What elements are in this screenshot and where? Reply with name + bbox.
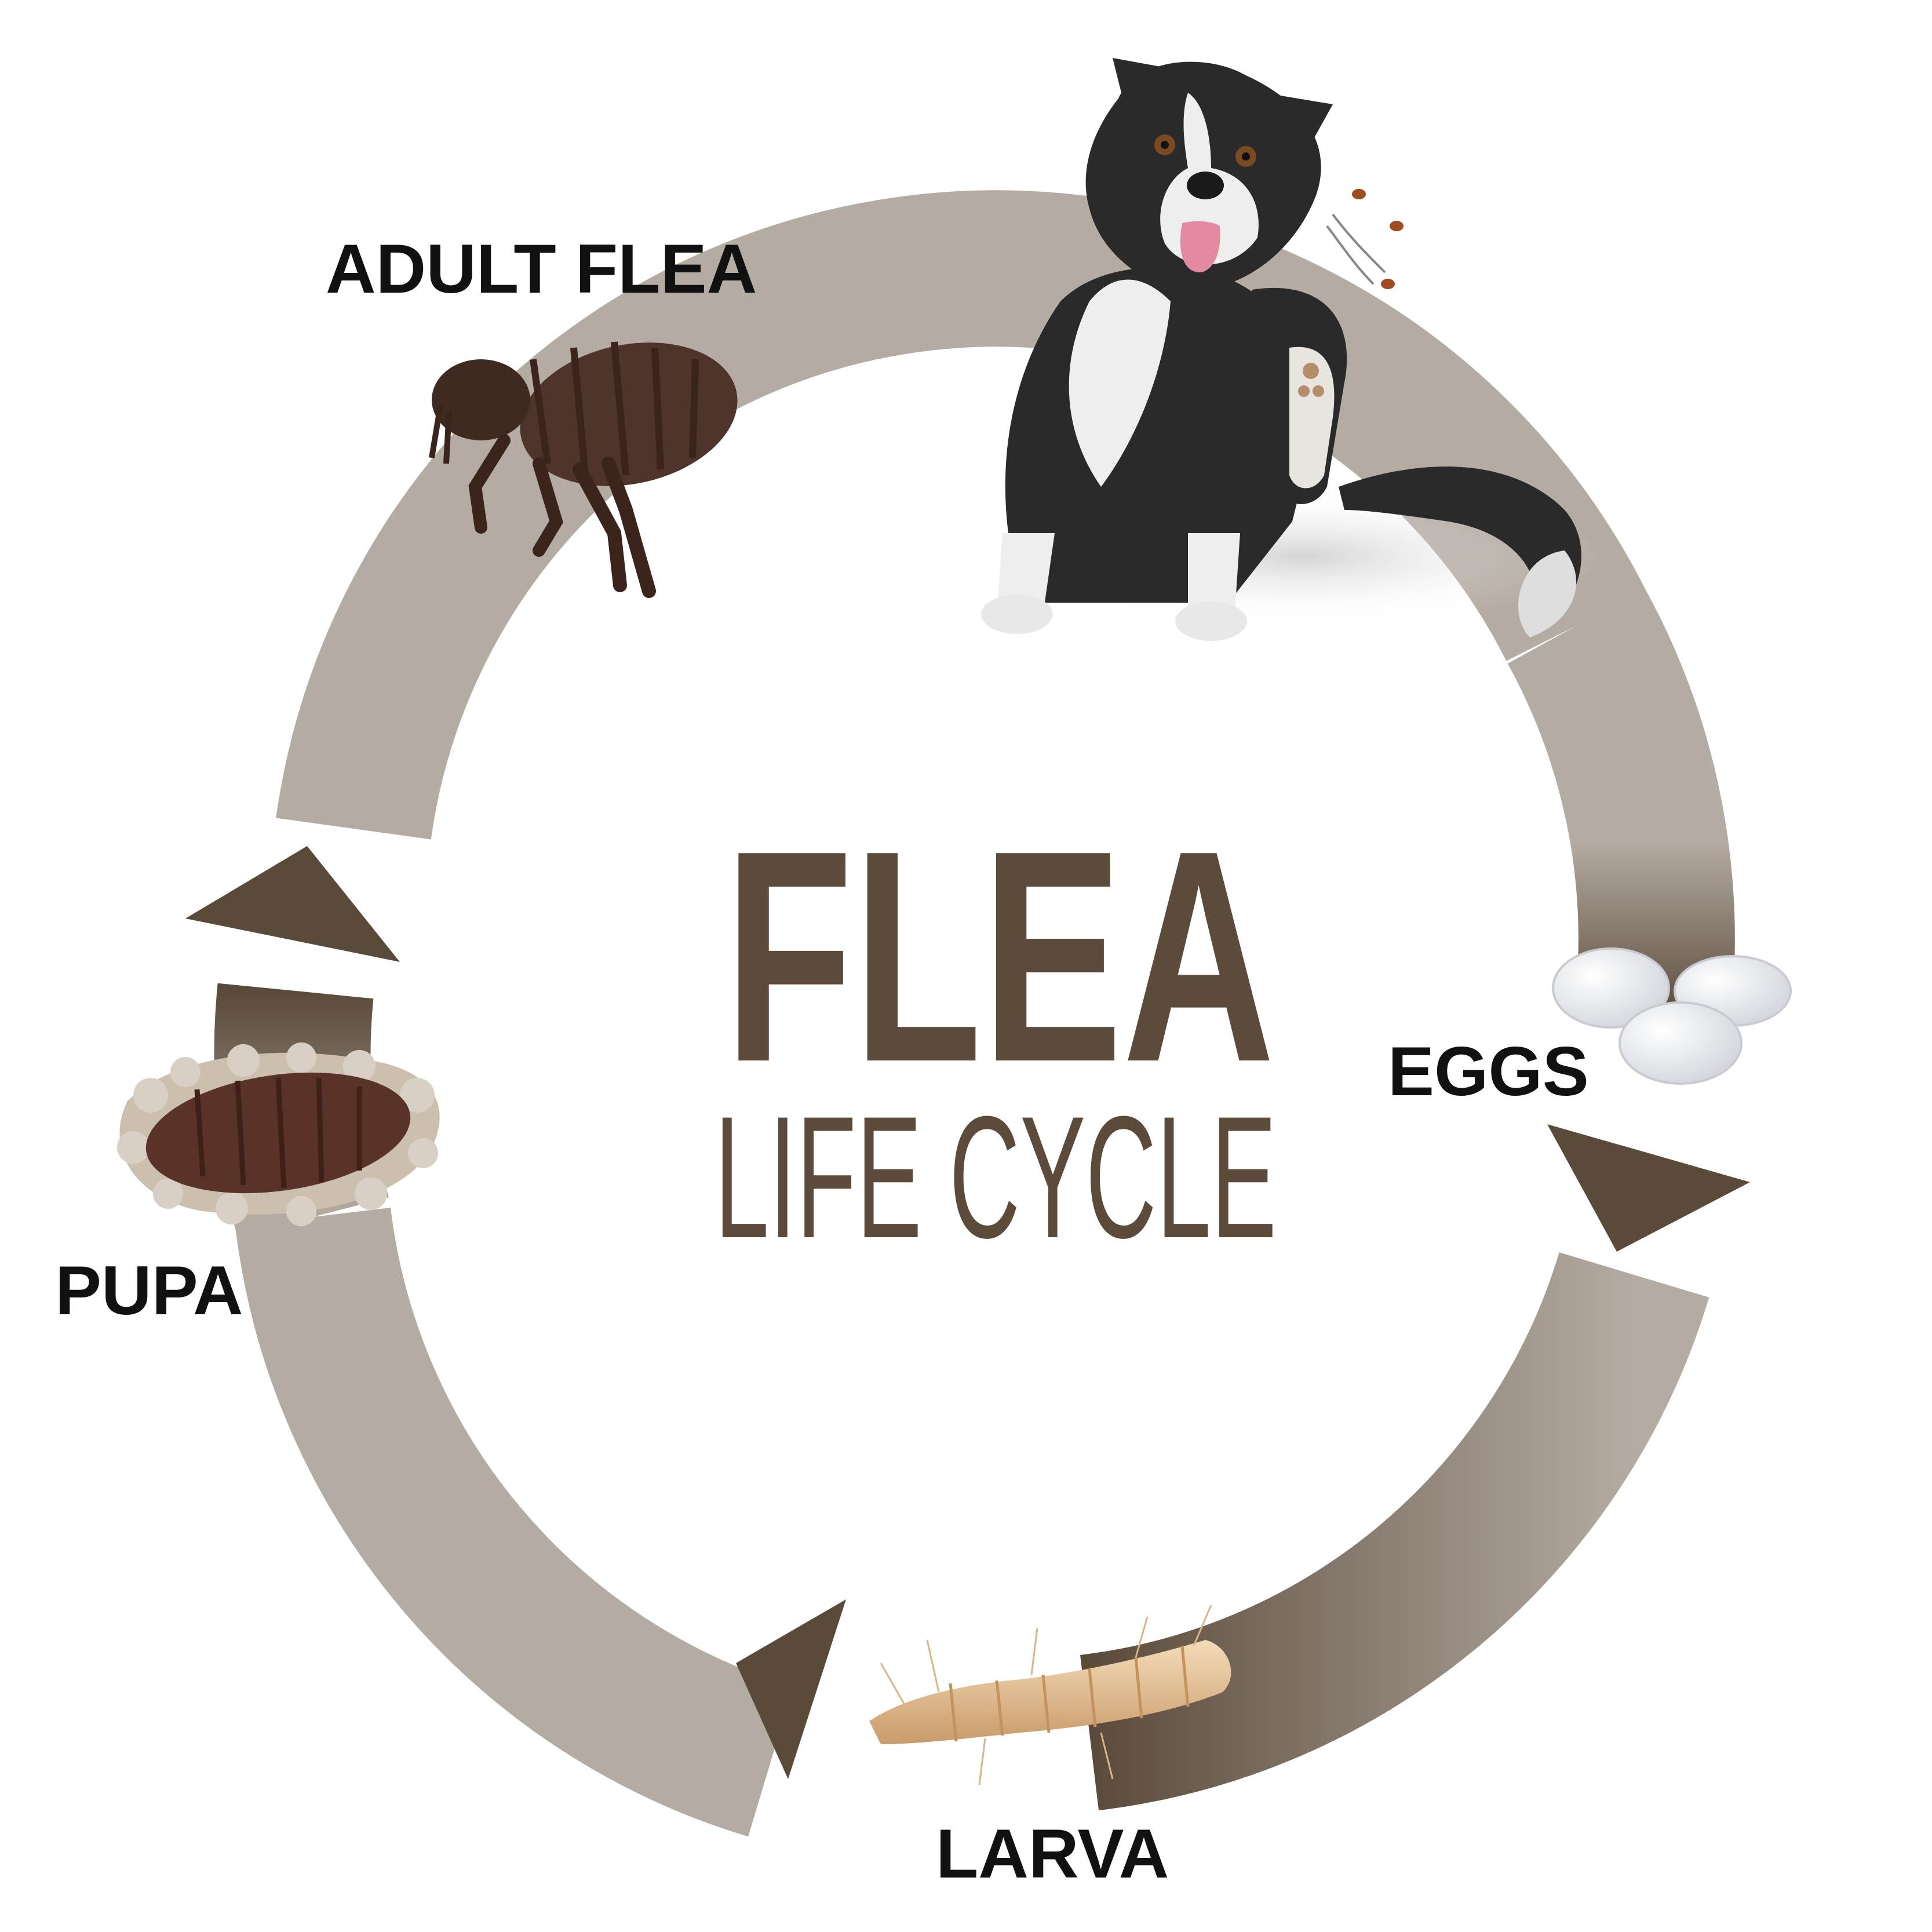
larva-icon bbox=[869, 1605, 1231, 1785]
ring-segment-top bbox=[276, 190, 1646, 840]
pupa-icon bbox=[117, 1042, 440, 1226]
ring-segment-right-lower bbox=[1080, 1252, 1709, 1811]
cycle-arrows bbox=[185, 846, 1750, 1779]
adult-flea-icon bbox=[429, 341, 738, 598]
stage-label-pupa: PUPA bbox=[55, 1252, 243, 1329]
ring-segment-bottom-left bbox=[235, 1207, 794, 1837]
stage-label-larva: LARVA bbox=[936, 1815, 1169, 1893]
title-main: FLEA bbox=[724, 788, 1275, 1125]
stage-label-adult: ADULT FLEA bbox=[326, 230, 757, 308]
eggs-icon bbox=[1552, 947, 1792, 1085]
cycle-arrow-icon bbox=[185, 846, 400, 962]
cycle-arrow-icon bbox=[736, 1599, 846, 1779]
dog-illustration bbox=[981, 58, 1605, 641]
cycle-arrow-icon bbox=[1547, 1124, 1750, 1252]
title-sub: LIFE CYCLE bbox=[715, 1080, 1277, 1274]
stage-label-eggs: EGGS bbox=[1388, 1033, 1589, 1110]
